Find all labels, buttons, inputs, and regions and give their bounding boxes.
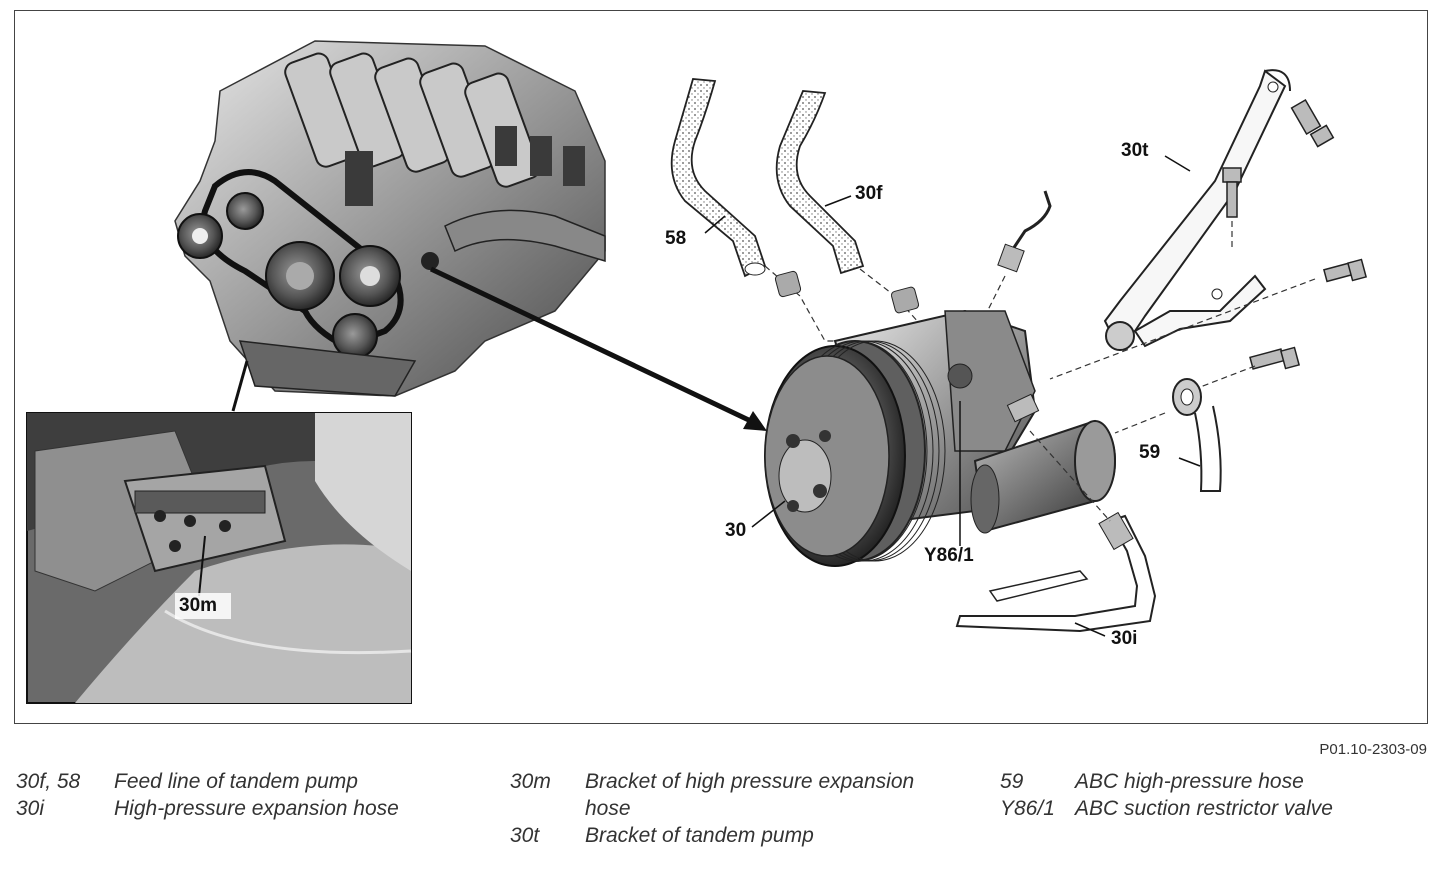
- engine-illustration: [174, 40, 606, 397]
- legend-column-1: 30f, 58 Feed line of tandem pump 30i Hig…: [16, 768, 456, 822]
- diagram-frame: 58 30f 30t 59 30 Y86/1 30i 30m: [14, 10, 1428, 724]
- legend-description: ABC high-pressure hose: [1075, 770, 1304, 793]
- hose-58: [670, 78, 875, 342]
- legend-item: 30i High-pressure expansion hose: [16, 795, 456, 822]
- legend-code: 30f, 58: [16, 770, 81, 793]
- hose-30f: [775, 90, 956, 362]
- figure-code: P01.10-2303-09: [1319, 741, 1427, 758]
- legend-item: Y86/1 ABC suction restrictor valve: [1000, 795, 1420, 822]
- callout-58: 58: [665, 228, 687, 249]
- legend-description: High-pressure expansion hose: [114, 797, 399, 820]
- tandem-pump: [764, 309, 1117, 567]
- callout-59: 59: [1139, 442, 1161, 463]
- legend-column-3: 59 ABC high-pressure hose Y86/1 ABC suct…: [1000, 768, 1420, 822]
- callout-30: 30: [725, 520, 747, 541]
- hose-30i: [955, 430, 1157, 633]
- legend-description: Feed line of tandem pump: [114, 770, 358, 793]
- legend-code: 59: [1000, 770, 1024, 793]
- leader-lines: [704, 155, 1201, 637]
- legend-column-2: 30m Bracket of high pressure expansion h…: [510, 768, 950, 849]
- legend-item: 30m Bracket of high pressure expansion h…: [510, 768, 950, 822]
- pointer-arrow: [429, 266, 767, 431]
- diagram-artwork: [26, 40, 1368, 704]
- callout-30t: 30t: [1121, 140, 1149, 161]
- inset-pointer-line: [231, 360, 249, 412]
- legend-item: 30t Bracket of tandem pump: [510, 822, 950, 849]
- legend-code: Y86/1: [1000, 797, 1055, 820]
- callout-30m: 30m: [179, 595, 218, 616]
- legend-description: Bracket of high pressure expansion hose: [585, 770, 915, 820]
- legend-item: 30f, 58 Feed line of tandem pump: [16, 768, 456, 795]
- legend-code: 30t: [510, 824, 540, 847]
- bracket-30t: [1049, 69, 1368, 434]
- legend-description: ABC suction restrictor valve: [1075, 797, 1333, 820]
- legend-code: 30i: [16, 797, 45, 820]
- legend-code: 30m: [510, 770, 551, 793]
- legend-item: 59 ABC high-pressure hose: [1000, 768, 1420, 795]
- hose-59: [1172, 378, 1222, 492]
- legend-description: Bracket of tandem pump: [585, 824, 814, 847]
- callout-30i: 30i: [1111, 628, 1138, 649]
- inset-photo: [26, 412, 412, 704]
- callout-30f: 30f: [855, 183, 883, 204]
- callout-y86-1: Y86/1: [924, 545, 974, 566]
